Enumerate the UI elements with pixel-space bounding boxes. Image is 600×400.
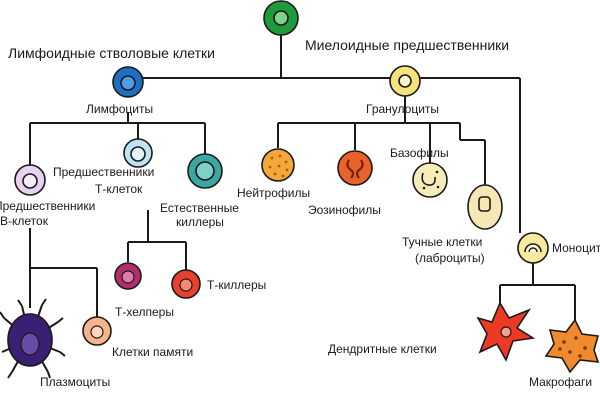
- label-granulocytes: Гранулоциты: [366, 102, 439, 116]
- t-killer-icon: [171, 269, 201, 299]
- label-memory-cells: Клетки памяти: [112, 345, 193, 359]
- lymphocyte-icon: [112, 66, 144, 98]
- label-nk-line2: киллеры: [176, 215, 224, 229]
- label-mast-line2: (лаброциты): [415, 251, 485, 265]
- labels: Лимфоидные стволовые клетки Миелоидные п…: [0, 37, 600, 389]
- label-b-precursors-line1: Предшественники: [0, 199, 95, 213]
- label-t-precursors-line1: Предшественники: [53, 165, 154, 179]
- mast-cell-icon: [467, 184, 503, 230]
- label-t-precursors-line2: Т-клеток: [95, 182, 143, 196]
- label-mast-line1: Тучные клетки: [402, 235, 482, 249]
- macrophage-icon: [544, 318, 600, 374]
- dendritic-cell-icon: [476, 301, 536, 362]
- label-monocytes: Моноциты: [552, 241, 600, 255]
- memory-cell-icon: [82, 316, 112, 346]
- label-t-helpers: Т-хелперы: [115, 305, 174, 319]
- label-basophils: Базофилы: [390, 146, 449, 160]
- label-macrophages: Макрофаги: [529, 375, 592, 389]
- t-helper-icon: [114, 262, 142, 290]
- label-lymphocytes: Лимфоциты: [86, 102, 153, 116]
- label-dendritic: Дендритные клетки: [328, 342, 437, 356]
- monocyte-icon: [517, 232, 549, 264]
- label-plasmocytes: Плазмоциты: [40, 375, 110, 389]
- natural-killer-icon: [187, 153, 223, 189]
- b-cell-precursor-icon: [14, 164, 46, 196]
- label-neutrophils: Нейтрофилы: [237, 186, 310, 200]
- stem-cell-icon: [263, 0, 299, 36]
- tree-connectors: [29, 32, 576, 320]
- label-b-precursors-line2: В-клеток: [0, 214, 49, 228]
- plasmocyte-icon: [0, 298, 66, 379]
- label-t-killers: Т-киллеры: [207, 278, 266, 292]
- t-cell-precursor-icon: [123, 138, 153, 168]
- label-eosinophils: Эозинофилы: [308, 203, 381, 217]
- label-nk-line1: Естественные: [160, 201, 239, 215]
- label-myeloid-precursors: Миелоидные предшественники: [305, 37, 509, 53]
- neutrophil-icon: [261, 148, 295, 182]
- eosinophil-icon: [337, 150, 373, 186]
- granulocyte-icon: [389, 65, 421, 97]
- label-lymphoid-stem: Лимфоидные стволовые клетки: [8, 45, 215, 61]
- basophil-icon: [412, 162, 448, 198]
